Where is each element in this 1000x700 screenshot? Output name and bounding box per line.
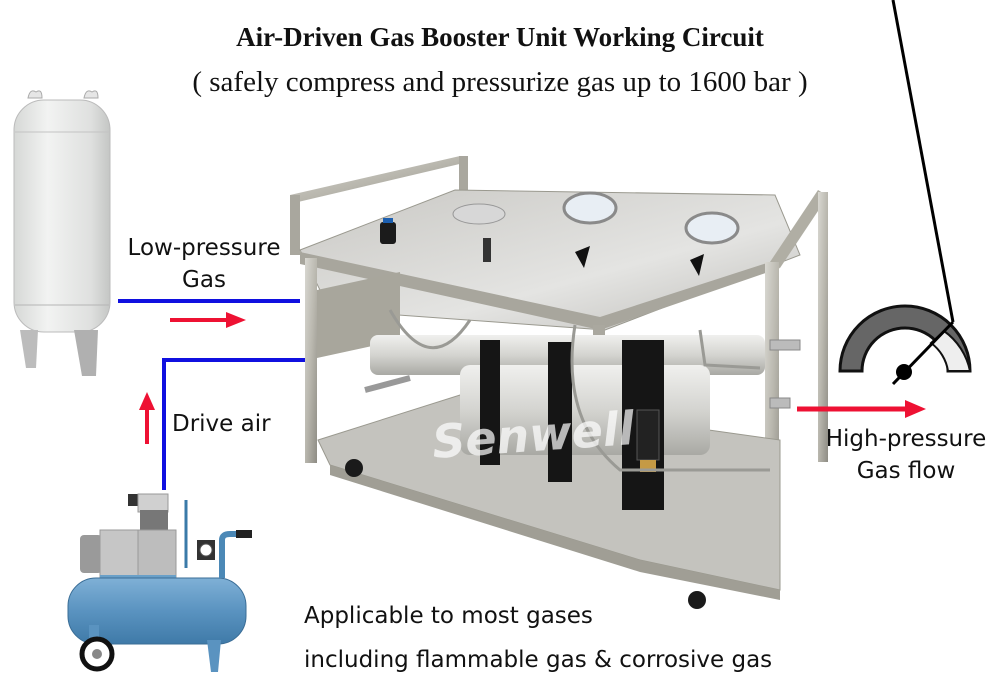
- high-pressure-label-line1: High-pressure: [825, 426, 987, 452]
- low-pressure-label-line1: Low-pressure: [127, 235, 281, 261]
- drive-air-line: [162, 358, 314, 490]
- gas-booster-unit: [290, 156, 828, 609]
- low-pressure-gas-label: Low-pressure Gas: [116, 232, 292, 296]
- diagram-title: Air-Driven Gas Booster Unit Working Circ…: [236, 22, 764, 52]
- applicability-note: Applicable to most gases including flamm…: [304, 594, 844, 682]
- air-compressor: [67, 493, 252, 672]
- drive-air-arrow-icon: [139, 392, 155, 444]
- low-pressure-arrow-icon: [170, 312, 246, 328]
- diagram-subtitle: ( safely compress and pressurize gas up …: [192, 66, 808, 98]
- applicability-line1: Applicable to most gases: [304, 603, 593, 629]
- gas-tank: [13, 90, 111, 376]
- high-pressure-gas-label: High-pressure Gas flow: [818, 423, 994, 487]
- high-pressure-label-line2: Gas flow: [856, 458, 956, 484]
- pressure-gauge-icon: [838, 0, 972, 386]
- applicability-line2: including flammable gas & corrosive gas: [304, 647, 773, 673]
- low-pressure-label-line2: Gas: [182, 267, 226, 293]
- high-pressure-arrow-icon: [797, 400, 926, 418]
- drive-air-label: Drive air: [172, 411, 271, 437]
